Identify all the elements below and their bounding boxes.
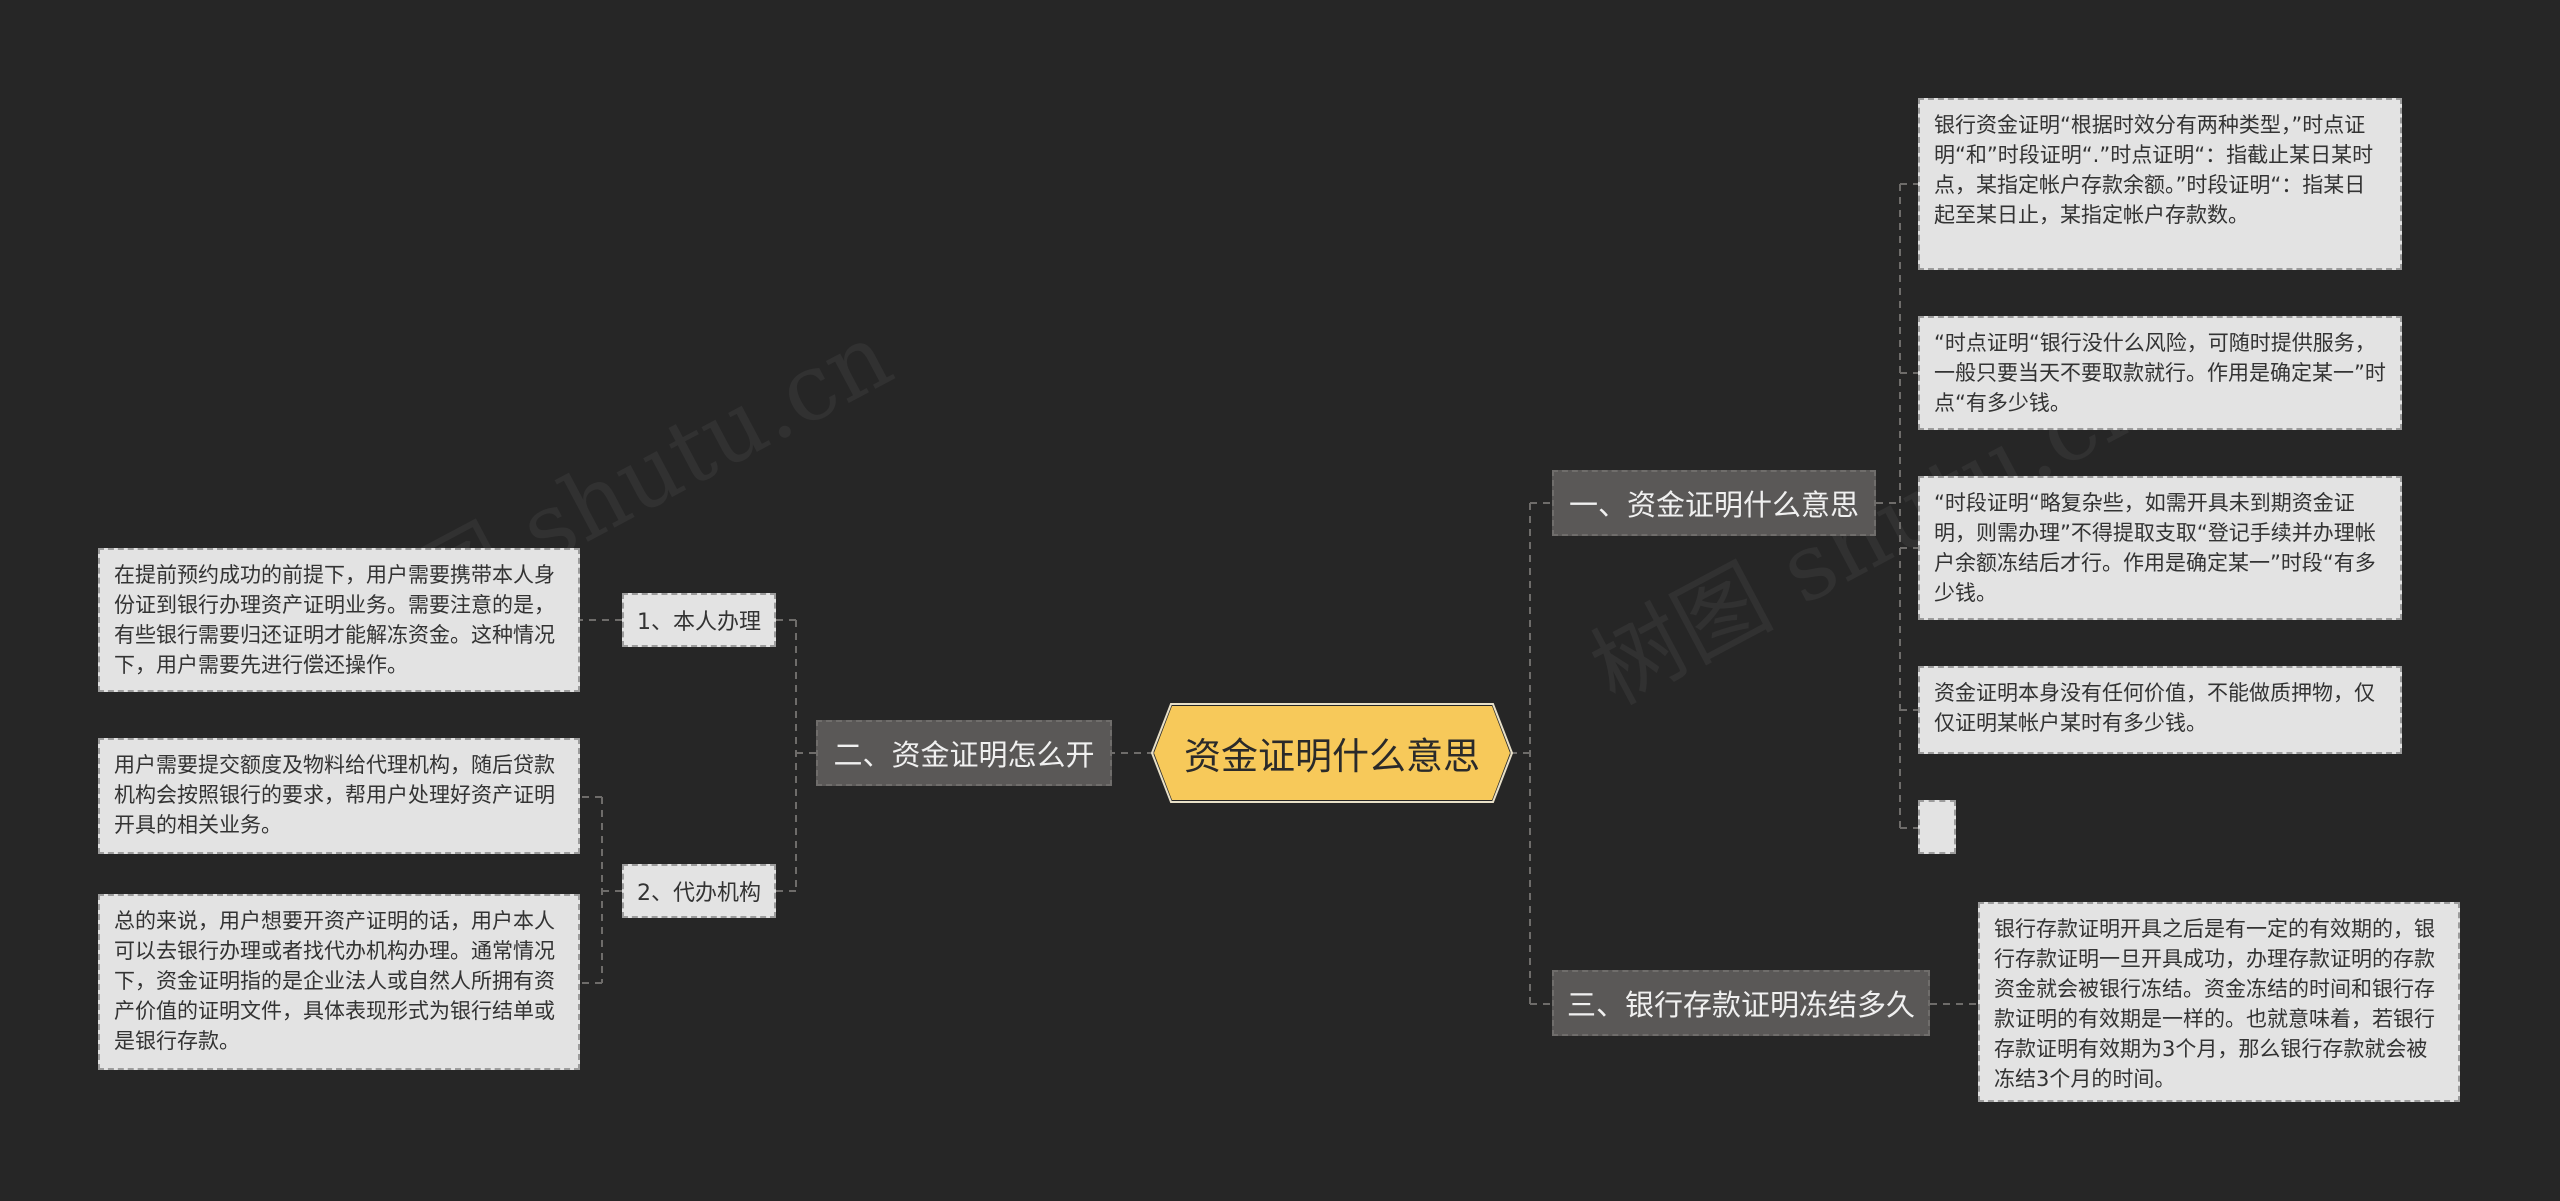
leaf-period-proof[interactable]: “时段证明“略复杂些，如需开具未到期资金证明，则需办理”不得提取支取“登记手续并… bbox=[1918, 476, 2402, 620]
sub-label: 1、本人办理 bbox=[637, 610, 761, 635]
sub-label: 2、代办机构 bbox=[637, 881, 761, 906]
leaf-text: 资金证明本身没有任何价值，不能做质押物，仅仅证明某帐户某时有多少钱。 bbox=[1934, 681, 2375, 735]
leaf-text: 银行资金证明“根据时效分有两种类型，”时点证明“和”时段证明“.”时点证明“：指… bbox=[1934, 113, 2374, 227]
branch-label: 三、银行存款证明冻结多久 bbox=[1566, 988, 1915, 1022]
branch-label: 二、资金证明怎么开 bbox=[833, 738, 1095, 772]
leaf-no-value[interactable]: 资金证明本身没有任何价值，不能做质押物，仅仅证明某帐户某时有多少钱。 bbox=[1918, 666, 2402, 754]
sub-node-self[interactable]: 1、本人办理 bbox=[622, 593, 776, 647]
leaf-agency-process[interactable]: 用户需要提交额度及物料给代理机构，随后贷款机构会按照银行的要求，帮用户处理好资产… bbox=[98, 738, 580, 854]
leaf-freeze-duration[interactable]: 银行存款证明开具之后是有一定的有效期的，银行存款证明一旦开具成功，办理存款证明的… bbox=[1978, 902, 2460, 1102]
leaf-text: “时段证明“略复杂些，如需开具未到期资金证明，则需办理”不得提取支取“登记手续并… bbox=[1934, 491, 2376, 605]
branch-node-what-is[interactable]: 一、资金证明什么意思 bbox=[1552, 470, 1876, 536]
leaf-time-types[interactable]: 银行资金证明“根据时效分有两种类型，”时点证明“和”时段证明“.”时点证明“：指… bbox=[1918, 98, 2402, 270]
root-label: 资金证明什么意思 bbox=[1184, 735, 1480, 778]
leaf-point-proof[interactable]: “时点证明“银行没什么风险，可随时提供服务，一般只要当天不要取款就行。作用是确定… bbox=[1918, 316, 2402, 430]
branch-node-how-to-open[interactable]: 二、资金证明怎么开 bbox=[816, 720, 1112, 786]
leaf-empty[interactable] bbox=[1918, 800, 1956, 854]
sub-node-agency[interactable]: 2、代办机构 bbox=[622, 864, 776, 918]
leaf-summary[interactable]: 总的来说，用户想要开资产证明的话，用户本人可以去银行办理或者找代办机构办理。通常… bbox=[98, 894, 580, 1070]
leaf-text: 总的来说，用户想要开资产证明的话，用户本人可以去银行办理或者找代办机构办理。通常… bbox=[114, 909, 555, 1053]
branch-node-freeze-duration[interactable]: 三、银行存款证明冻结多久 bbox=[1552, 970, 1930, 1036]
leaf-text: 在提前预约成功的前提下，用户需要携带本人身份证到银行办理资产证明业务。需要注意的… bbox=[114, 563, 555, 677]
leaf-text: “时点证明“银行没什么风险，可随时提供服务，一般只要当天不要取款就行。作用是确定… bbox=[1934, 331, 2386, 415]
leaf-self-handling[interactable]: 在提前预约成功的前提下，用户需要携带本人身份证到银行办理资产证明业务。需要注意的… bbox=[98, 548, 580, 692]
branch-label: 一、资金证明什么意思 bbox=[1568, 488, 1859, 522]
root-outline bbox=[1150, 703, 1514, 803]
root-node[interactable]: 资金证明什么意思 bbox=[1154, 706, 1510, 800]
leaf-text: 银行存款证明开具之后是有一定的有效期的，银行存款证明一旦开具成功，办理存款证明的… bbox=[1994, 917, 2435, 1091]
leaf-text: 用户需要提交额度及物料给代理机构，随后贷款机构会按照银行的要求，帮用户处理好资产… bbox=[114, 753, 555, 837]
